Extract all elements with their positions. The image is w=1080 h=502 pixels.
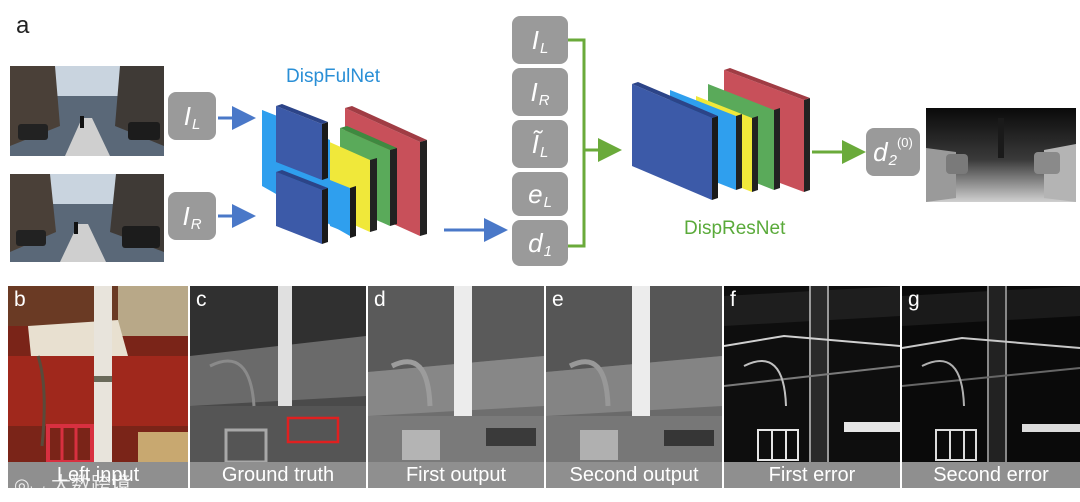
caption-first-error: First error [724,462,900,488]
architecture-diagram [218,38,866,248]
figure-label: a [16,12,30,39]
panel-first-error [724,286,900,462]
panel-ground-truth [190,286,366,462]
panel-letter-d: d [374,288,386,311]
caption-second-output: Second output [546,462,722,488]
panel-left-input [8,286,188,462]
caption-first-output: First output [368,462,544,488]
panel-letter-g: g [908,288,920,311]
caption-left-input: Left input [8,462,188,488]
panel-letter-e: e [552,288,564,311]
watermark: ◎◡ 大数跨境 [14,468,131,497]
dispfulnet-label: DispFulNet [286,66,380,87]
watermark-text: 大数跨境 [50,474,131,496]
panel-first-output [368,286,544,462]
panel-letter-f: f [730,288,736,311]
panel-letter-c: c [196,288,207,311]
output-disparity-image [926,108,1076,202]
left-street-image [10,66,164,156]
stack-connector [568,38,586,248]
panel-second-output [546,286,722,462]
dispresnet-blocks [632,68,810,200]
panel-letter-b: b [14,288,26,311]
watermark-logo-icon: ◎◡ [14,475,46,495]
dispresnet-label: DispResNet [684,218,786,239]
caption-second-error: Second error [902,462,1080,488]
caption-ground-truth: Ground truth [190,462,366,488]
dispfulnet-blocks [262,104,427,244]
right-street-image [10,174,164,262]
panel-second-error [902,286,1080,462]
